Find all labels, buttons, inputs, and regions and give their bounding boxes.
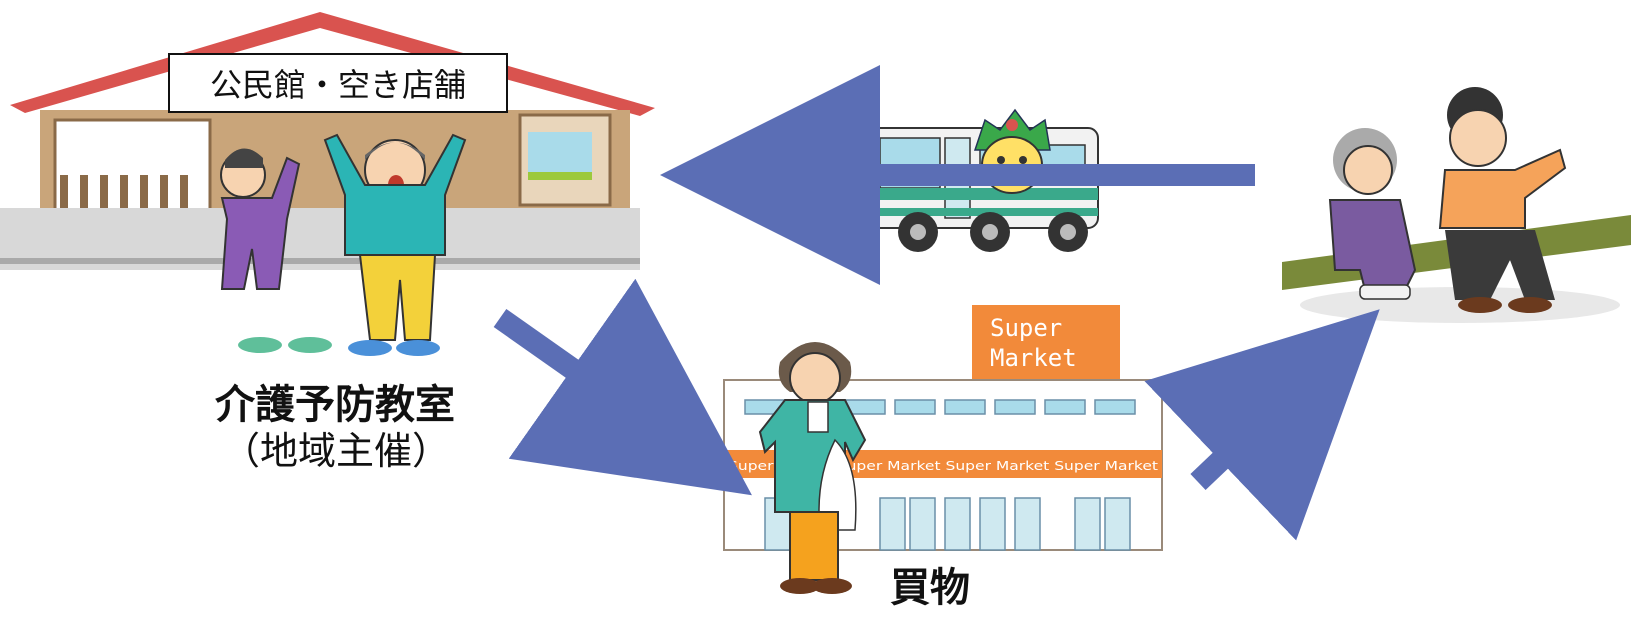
arrow-shopping-to-elders (1144, 309, 1380, 541)
seated-elders-icon (1282, 87, 1631, 323)
care-class-title: 介護予防教室 (215, 382, 455, 428)
supermarket-icon (723, 305, 1163, 551)
shopper-icon (758, 342, 867, 594)
care-class-subtitle: （地域主催） (222, 429, 451, 473)
shopping-label: 買物 (890, 565, 970, 611)
arrow-class-to-shopping (493, 278, 752, 496)
store-sign-line2: Market (990, 344, 1077, 372)
venue-label: 公民館・空き店舗 (168, 53, 508, 113)
store-sign-line1: Super (990, 314, 1062, 342)
community-hall-icon (0, 12, 655, 270)
exercising-people-icon (220, 133, 467, 356)
flow-arrows (493, 65, 1380, 541)
